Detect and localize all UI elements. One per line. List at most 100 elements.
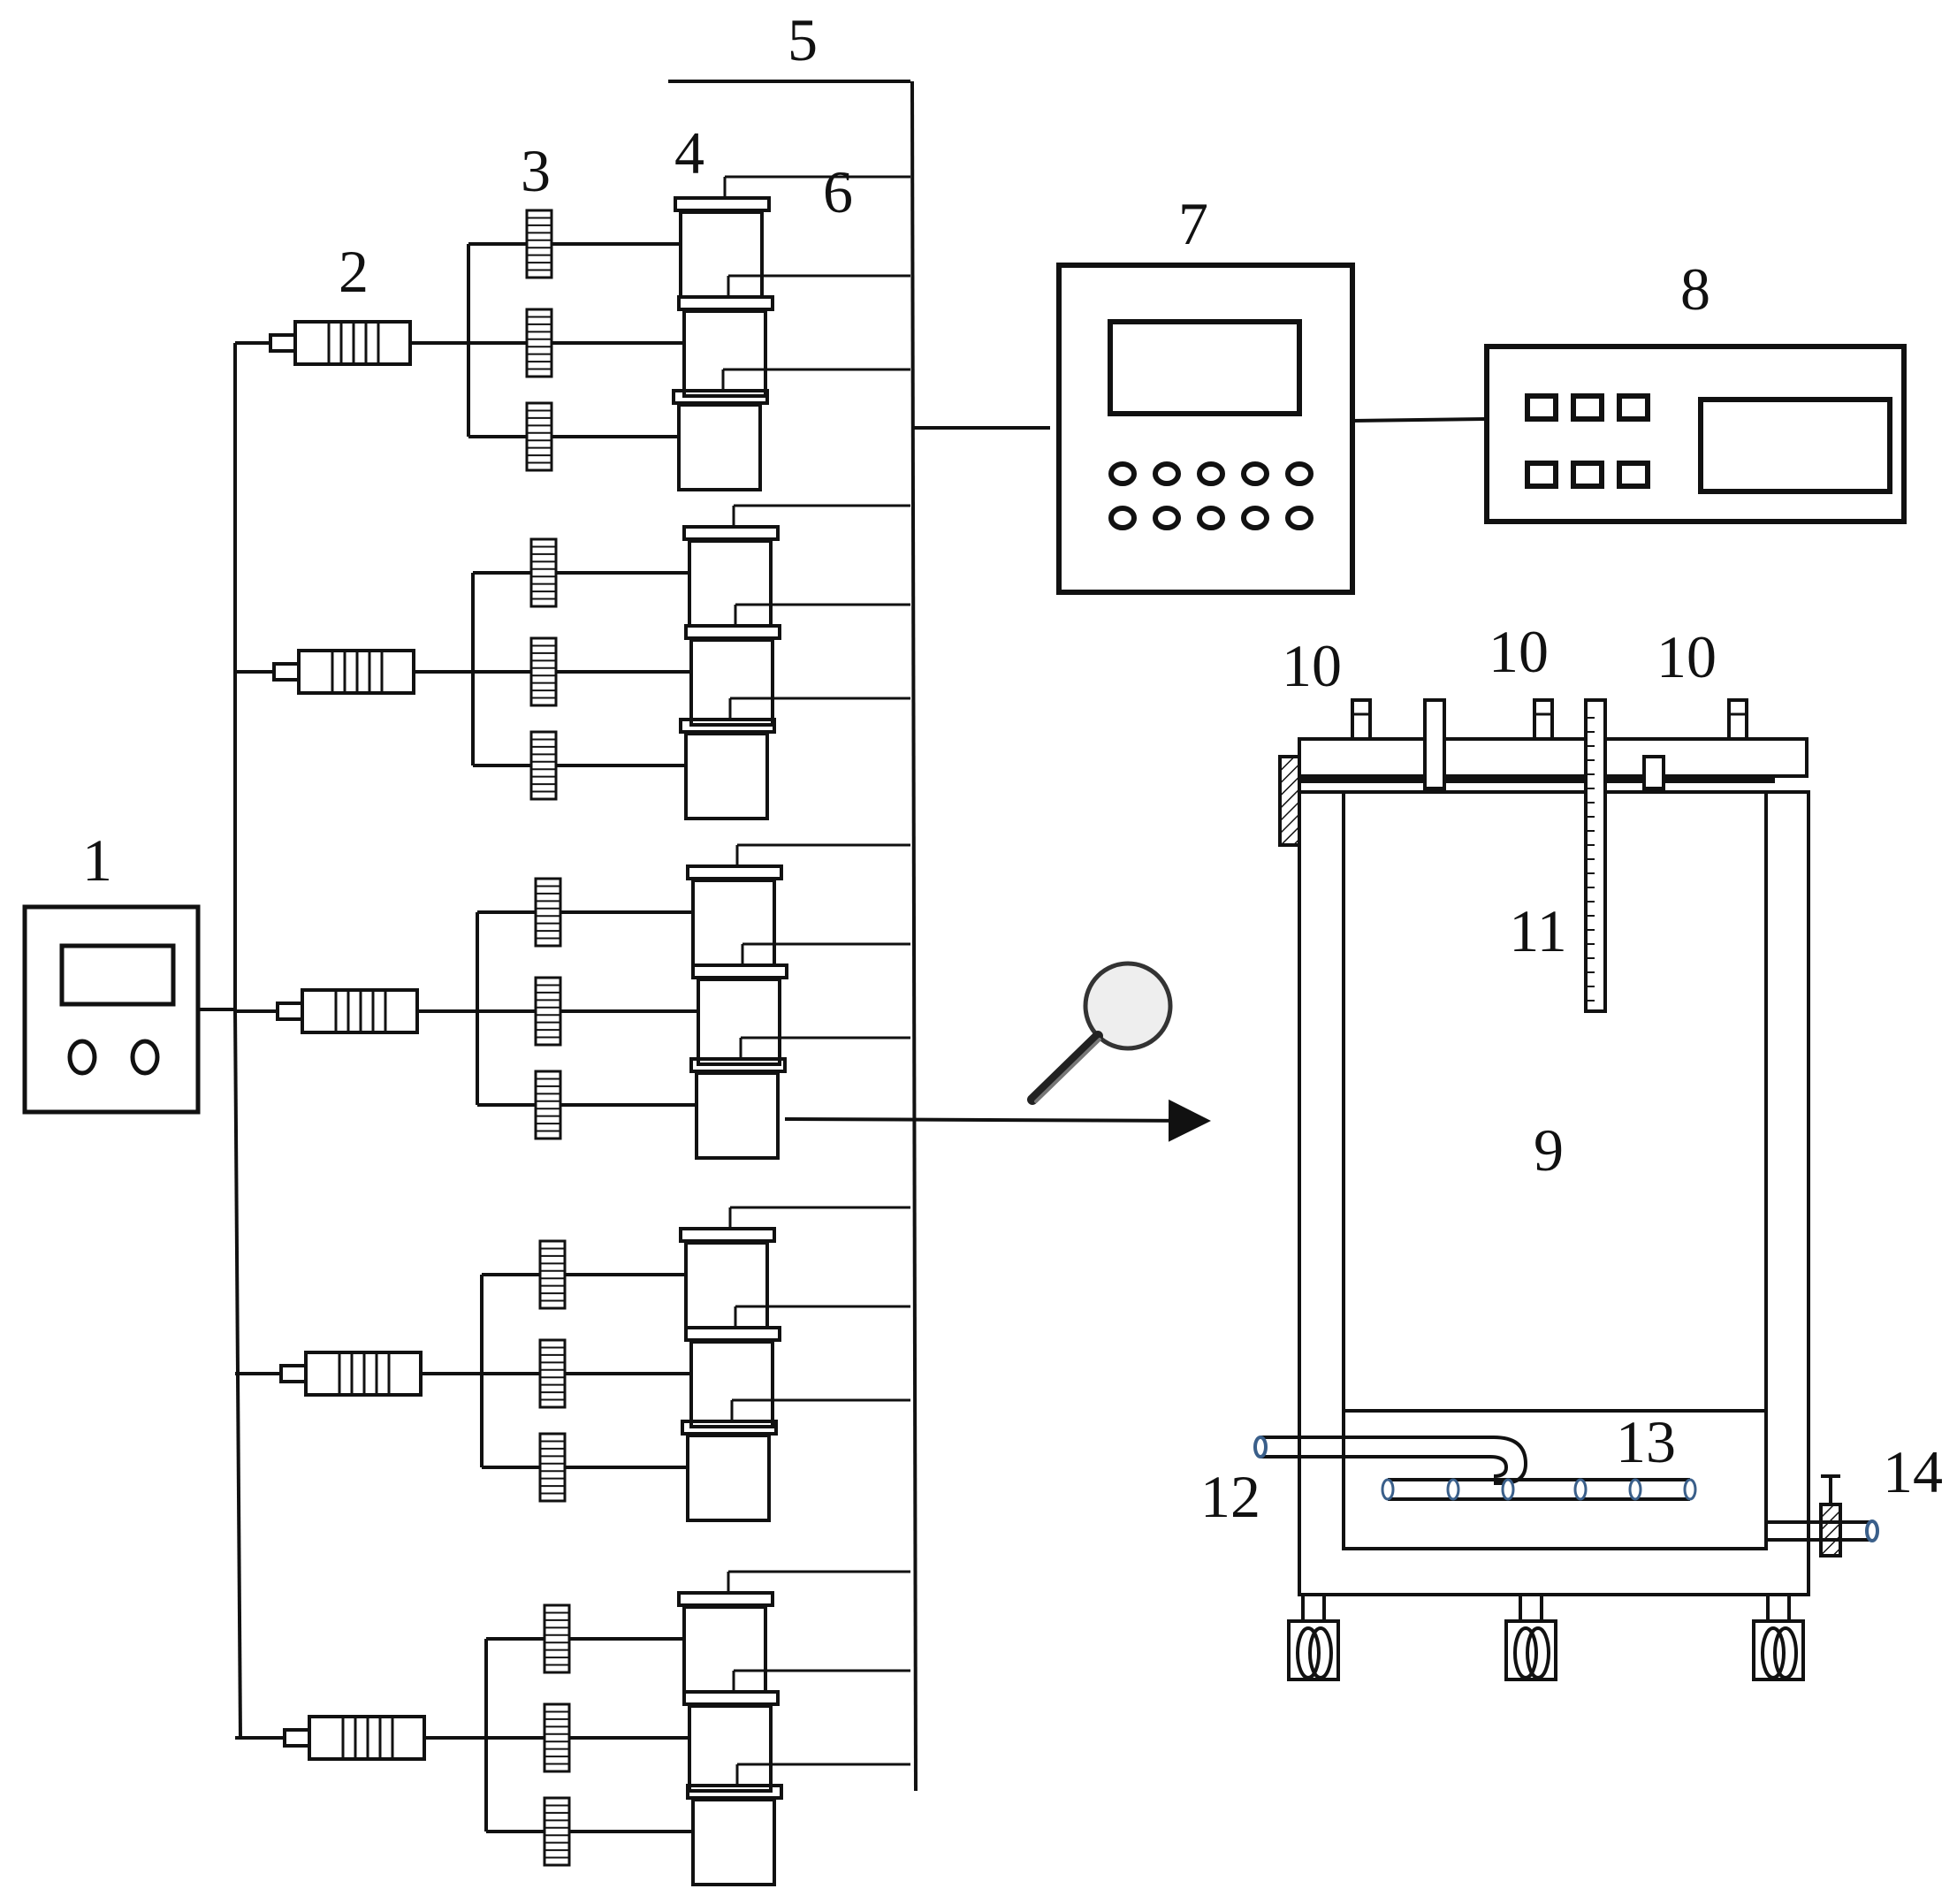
reactor-vessel [684,1306,781,1428]
label-data-logger: 7 [1178,190,1208,257]
reactor-vessel [681,1400,778,1522]
label-port: 10 [1656,623,1717,690]
valve-icon [529,730,558,801]
power-trunk [198,343,242,1740]
valve-icon [534,976,562,1047]
tank-assembly [1278,698,1810,1596]
label-controller: 1 [82,826,112,894]
label-sensor-wire: 6 [823,158,853,225]
controller-knob-right [130,1039,160,1076]
reactor-vessel [691,944,788,1066]
reactor-vessel [677,276,774,398]
aerator-hole [1573,1478,1588,1501]
reactor-vessel [682,506,780,628]
logger-knob [1153,461,1181,486]
label-sensor-bus: 5 [788,6,818,73]
pump-icon [276,988,419,1034]
reactor-vessel [677,1572,774,1694]
controller-unit [22,904,201,1115]
logger-knob [1197,461,1225,486]
label-computer: 8 [1680,255,1710,323]
computer-unit [1484,344,1907,524]
valve-icon [538,1432,567,1503]
caster-wheel-icon [1287,1593,1340,1681]
reactor-vessel [679,1207,776,1329]
outlet-valve [1766,1474,1879,1557]
caster-wheel-icon [1504,1593,1557,1681]
logger-knob [1241,506,1269,530]
valve-icon [534,877,562,948]
label-pump: 2 [339,238,369,305]
logger-knob [1153,506,1181,530]
reactor-vessel [686,845,783,967]
reactor-vessel [682,1671,780,1793]
pump-icon [269,320,412,366]
controller-display [59,943,176,1007]
computer-key [1525,393,1558,422]
pump-group [235,1570,910,1886]
inlet-pipe [1253,1436,1528,1485]
logger-knob [1108,506,1137,530]
aerator-hole [1628,1478,1642,1501]
valve-icon [525,209,553,279]
logger-knob [1285,461,1314,486]
valve-icon [534,1070,562,1140]
label-reactor: 4 [674,119,704,187]
valve-icon [525,401,553,472]
reactor-vessel [672,369,769,491]
aerator-hole [1683,1478,1697,1501]
tank-port [1533,698,1554,741]
computer-key [1571,461,1604,489]
label-valve: 3 [521,137,551,204]
computer-key [1617,393,1650,422]
logger-knob [1108,461,1137,486]
caster-wheels [1287,1593,1805,1681]
reactor-vessel [684,605,781,727]
label-outlet-valve: 14 [1883,1438,1943,1505]
computer-key [1525,461,1558,489]
sensor-bus [668,80,1050,1792]
aerator-pipe [1381,1478,1697,1501]
arrow-right-icon [784,1099,1211,1142]
data-logger [1056,263,1355,595]
computer-key [1617,461,1650,489]
caster-wheel-icon [1752,1593,1805,1681]
tank-port [1351,698,1372,741]
tank-inner [1342,790,1768,1550]
valve-icon [538,1338,567,1409]
tank-lid [1298,737,1809,778]
pump-groups [235,175,910,1886]
pump-icon [279,1351,423,1397]
tank-port [1727,698,1748,741]
magnifier-icon [1027,961,1173,1105]
computer-keys [1525,393,1650,489]
reactor-vessel [674,177,771,299]
reactor-vessel [679,698,776,820]
controller-knob-left [67,1039,97,1076]
reactor-vessel [689,1038,787,1160]
valve-icon [543,1796,571,1867]
logger-knob [1241,461,1269,486]
valve-icon [529,636,558,707]
pump-group [235,175,910,491]
aerator-hole [1501,1478,1515,1501]
reactor-vessel [686,1764,783,1886]
aerator-hole [1446,1478,1460,1501]
valve-icon [538,1239,567,1310]
pump-group [235,1206,910,1522]
ruler [1584,698,1607,1013]
data-logger-display [1108,319,1302,416]
valve-icon [529,537,558,608]
logger-knob [1197,506,1225,530]
valve-icon [525,308,553,378]
valve-icon [543,1702,571,1773]
logger-computer-link [1352,417,1486,423]
pump-group [235,843,910,1160]
label-port: 10 [1282,632,1342,699]
lid-hinge [1278,755,1301,847]
computer-screen [1698,397,1892,494]
valve-icon [543,1603,571,1674]
label-inlet-pipe: 12 [1200,1463,1260,1530]
